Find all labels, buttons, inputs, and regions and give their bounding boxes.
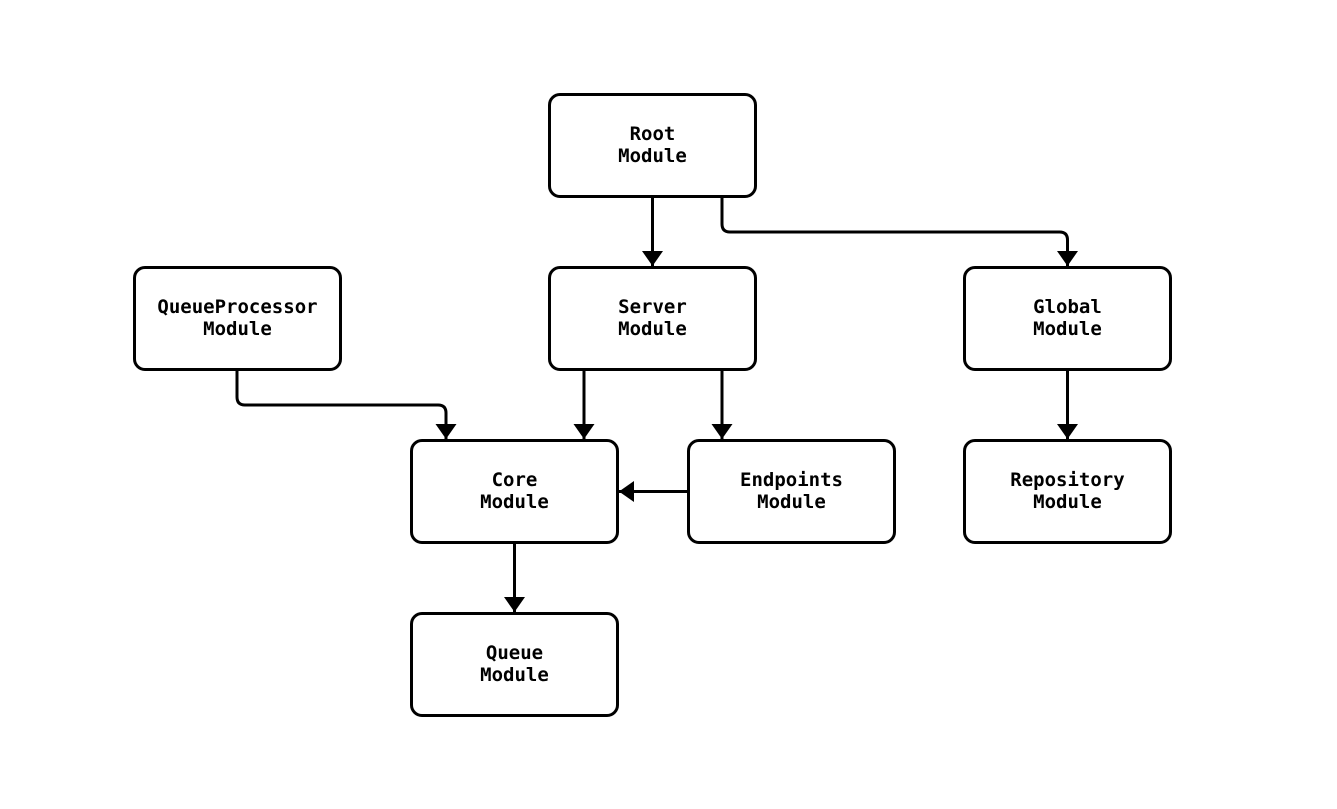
node-queueprocessor-module-label: QueueProcessor Module xyxy=(157,295,318,340)
node-repository-module: Repository Module xyxy=(963,439,1172,544)
node-root-module-label: Root Module xyxy=(618,122,687,167)
node-queue-module: Queue Module xyxy=(410,612,619,717)
node-global-module-label: Global Module xyxy=(1033,295,1102,340)
node-endpoints-module-label: Endpoints Module xyxy=(740,468,843,513)
node-queueprocessor-module: QueueProcessor Module xyxy=(133,266,342,371)
node-repository-module-label: Repository Module xyxy=(1010,468,1125,513)
node-root-module: Root Module xyxy=(548,93,757,198)
edge-root-global xyxy=(720,197,1078,266)
node-core-module-label: Core Module xyxy=(480,468,549,513)
node-global-module: Global Module xyxy=(963,266,1172,371)
node-server-module-label: Server Module xyxy=(618,295,687,340)
node-endpoints-module: Endpoints Module xyxy=(687,439,896,544)
node-server-module: Server Module xyxy=(548,266,757,371)
node-core-module: Core Module xyxy=(410,439,619,544)
edge-queueprocessor-core xyxy=(235,370,457,439)
node-queue-module-label: Queue Module xyxy=(480,641,549,686)
